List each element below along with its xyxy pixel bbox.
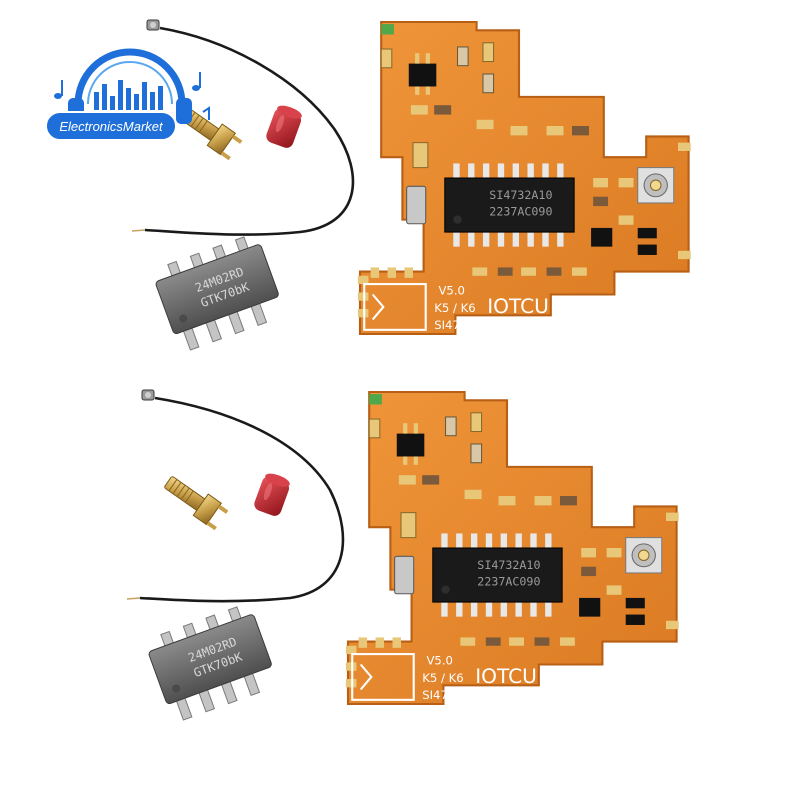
board-version: V5.0 — [426, 654, 453, 668]
ic-marking-1: SI4732A10 — [477, 558, 540, 572]
si4732-module-board: SI4732A10 2237AC090 V5.0 K5 / K6 SI4732 … — [345, 390, 679, 706]
brand-logo: ElectronicsMarket — [45, 48, 210, 141]
eeprom-chip: 24M02RD GTK70bK — [148, 606, 272, 721]
eeprom-chip: 24M02RD GTK70bK — [155, 236, 279, 351]
kit-2: 24M02RD GTK70bK — [126, 389, 679, 721]
sma-connector — [178, 106, 243, 161]
si4732-ic: SI4732A10 2237AC090 — [432, 533, 563, 617]
board-chip: SI4732 — [434, 318, 475, 332]
board-brand: IOTCU — [475, 664, 537, 688]
board-version: V5.0 — [438, 284, 465, 298]
smd-components — [368, 412, 645, 646]
board-model: K5 / K6 — [422, 671, 463, 685]
ic-marking-1: SI4732A10 — [489, 188, 552, 202]
sma-connector — [164, 476, 229, 531]
red-dust-cap — [266, 105, 302, 148]
ufl-connector — [625, 537, 663, 574]
red-dust-cap — [254, 473, 290, 516]
board-model: K5 / K6 — [434, 301, 475, 315]
board-brand: IOTCU — [487, 294, 549, 318]
ic-marking-2: 2237AC090 — [477, 575, 540, 589]
si4732-ic: SI4732A10 2237AC090 — [444, 163, 575, 247]
antenna-cable — [126, 389, 345, 603]
si4732-module-board: SI4732A10 2237AC090 V5.0 K5 / K6 SI4732 … — [357, 20, 691, 336]
brand-name: ElectronicsMarket — [59, 119, 164, 134]
antenna-cable — [131, 19, 355, 236]
smd-components — [380, 42, 657, 276]
kit-1: 24M02RD GTK70bK — [131, 19, 691, 351]
ic-marking-2: 2237AC090 — [489, 205, 552, 219]
board-chip: SI4732 — [422, 688, 463, 702]
ufl-connector — [637, 167, 675, 204]
